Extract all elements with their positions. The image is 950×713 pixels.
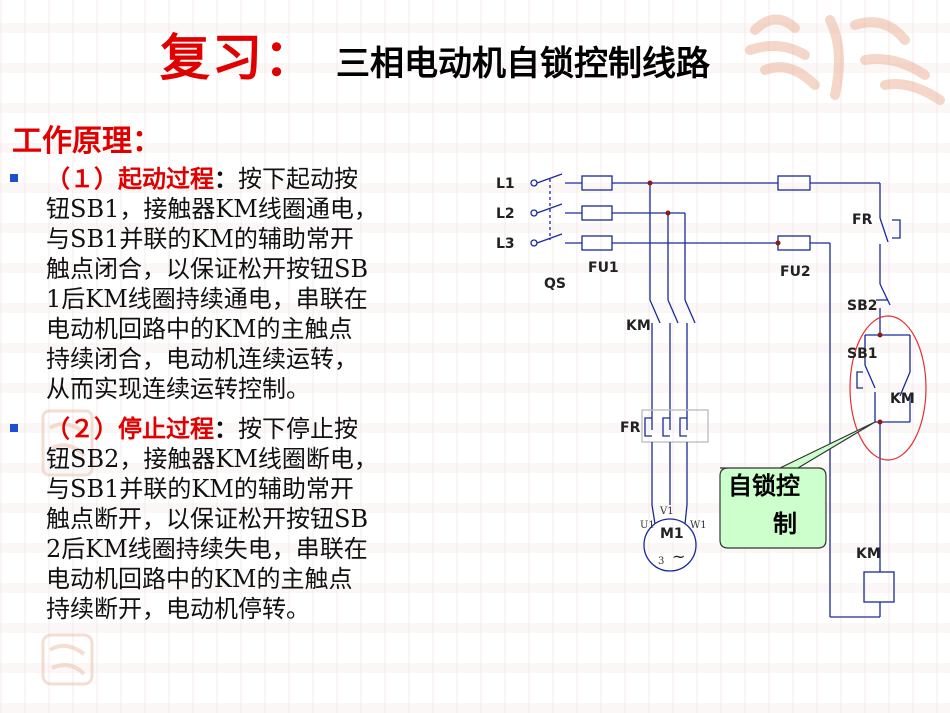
bullet-line: 持续闭合，电动机连续运转， bbox=[46, 345, 358, 373]
bullet-line: 钮SB2，接触器KM线圈断电， bbox=[46, 445, 378, 473]
label-fr-main: FR bbox=[620, 420, 641, 436]
fuse-fu2-1 bbox=[777, 175, 811, 191]
sb1-bracket bbox=[856, 371, 863, 389]
bullet-line: 电动机回路中的KM的主触点 bbox=[46, 565, 353, 593]
fr-contact bbox=[879, 217, 889, 243]
bullet-line: 触点断开，以保证松开按钮SB bbox=[46, 505, 369, 533]
sb1-contact bbox=[864, 364, 876, 389]
label-qs: QS bbox=[544, 276, 566, 292]
qs-blade bbox=[536, 173, 563, 184]
km-aux-contact bbox=[899, 371, 911, 397]
motor-symbol bbox=[643, 518, 697, 572]
qs-blade bbox=[536, 233, 563, 244]
junction-dot bbox=[877, 419, 883, 425]
bullet-stop-process: （２）停止过程：按下停止按 钮SB2，接触器KM线圈断电， 与SB1并联的KM的… bbox=[10, 414, 478, 624]
section-heading: 工作原理： bbox=[12, 124, 162, 159]
fuse-fu1-1 bbox=[581, 175, 613, 191]
fr-thermal-box bbox=[641, 409, 709, 443]
bullet-line: 电动机回路中的KM的主触点 bbox=[46, 315, 353, 343]
bullet-line: 与SB1并联的KM的辅助常开 bbox=[46, 475, 354, 503]
label-w1: W1 bbox=[690, 520, 707, 531]
junction-dot bbox=[775, 240, 781, 246]
fuse-fu1-2 bbox=[581, 205, 613, 221]
watermark-small bbox=[41, 409, 94, 477]
fuse-fu1-3 bbox=[581, 235, 613, 251]
junction-dot bbox=[877, 332, 883, 338]
km-main-contact bbox=[649, 299, 661, 324]
slide-title: 复习 ： 三相电动机自锁控制线路 bbox=[160, 18, 710, 88]
title-review: 复习 bbox=[160, 29, 264, 87]
junction-dot bbox=[647, 180, 653, 186]
bullet-colon: ： bbox=[214, 164, 238, 193]
label-sb2: SB2 bbox=[847, 298, 878, 314]
label-sb1: SB1 bbox=[847, 346, 878, 362]
circuit-diagram: 自锁控 制 L1 L2 L3 QS FU1 FU2 KM FR FR SB2 S… bbox=[496, 173, 927, 618]
callout-bubble bbox=[719, 421, 876, 549]
qs-blade bbox=[536, 203, 563, 214]
fr-contact-symbol bbox=[892, 219, 901, 239]
sb2-contact bbox=[879, 283, 891, 306]
terminal-l1 bbox=[530, 179, 538, 187]
callout-text-line1: 自锁控 bbox=[728, 472, 800, 500]
bullet-lead: （２）停止过程 bbox=[46, 414, 214, 443]
watermark-small-2 bbox=[41, 633, 94, 686]
wire bbox=[684, 504, 688, 525]
km-coil bbox=[863, 571, 895, 603]
bullet-text: 按下起动按 bbox=[238, 165, 358, 193]
label-v1: V1 bbox=[659, 506, 674, 517]
label-u1: U1 bbox=[640, 520, 655, 531]
bullet-line: 1后KM线圈持续通电，串联在 bbox=[46, 285, 368, 313]
watermark-logo: 吉祥 bbox=[745, 14, 945, 105]
label-l1: L1 bbox=[496, 176, 515, 192]
bullet-line: 持续断开，电动机停转。 bbox=[46, 595, 310, 623]
title-colon: ： bbox=[264, 29, 316, 87]
bullet-line: 从而实现连续运转控制。 bbox=[46, 375, 310, 403]
terminal-l3 bbox=[530, 239, 538, 247]
label-fr-ctrl: FR bbox=[852, 212, 873, 228]
bullet-line: （２）停止过程：按下停止按 bbox=[46, 414, 478, 444]
fr-element bbox=[679, 417, 687, 437]
label-km-main: KM bbox=[626, 318, 651, 334]
fuse-fu2-2 bbox=[777, 235, 811, 251]
bullet-start-process: （１）起动过程：按下起动按 钮SB1，接触器KM线圈通电， 与SB1并联的KM的… bbox=[10, 164, 478, 404]
bullet-line: 钮SB1，接触器KM线圈通电， bbox=[46, 195, 378, 223]
bullet-line: （１）起动过程：按下起动按 bbox=[46, 164, 478, 194]
bullet-marker bbox=[10, 424, 18, 432]
label-motor-tilde: ~ bbox=[672, 547, 685, 566]
km-main-contact bbox=[667, 299, 679, 324]
bullet-paragraph: （１）起动过程：按下起动按 钮SB1，接触器KM线圈通电， 与SB1并联的KM的… bbox=[46, 164, 478, 404]
fr-element bbox=[662, 417, 670, 437]
bullet-text: 按下停止按 bbox=[238, 415, 358, 443]
wire bbox=[651, 504, 656, 525]
bullet-paragraph: （２）停止过程：按下停止按 钮SB2，接触器KM线圈断电， 与SB1并联的KM的… bbox=[46, 414, 478, 624]
bullet-lead: （１）起动过程 bbox=[46, 164, 214, 193]
bullet-line: 与SB1并联的KM的辅助常开 bbox=[46, 225, 354, 253]
callout-text-line2: 制 bbox=[773, 510, 797, 538]
label-km-aux: KM bbox=[890, 391, 915, 407]
title-main: 三相电动机自锁控制线路 bbox=[336, 44, 710, 84]
label-fu1: FU1 bbox=[588, 260, 619, 276]
fr-element bbox=[644, 417, 652, 437]
bullet-colon: ： bbox=[214, 414, 238, 443]
label-km-coil: KM bbox=[856, 546, 881, 562]
label-fu2: FU2 bbox=[780, 264, 811, 280]
junction-dot bbox=[665, 210, 671, 216]
terminal-l2 bbox=[530, 209, 538, 217]
label-motor-phase: 3 bbox=[658, 556, 664, 567]
bullet-line: 触点闭合，以保证松开按钮SB bbox=[46, 255, 369, 283]
label-l2: L2 bbox=[496, 206, 515, 222]
bullet-marker bbox=[10, 174, 18, 182]
label-l3: L3 bbox=[496, 236, 515, 252]
km-main-contact bbox=[684, 299, 696, 324]
label-motor: M1 bbox=[660, 526, 684, 542]
self-lock-highlight-circle bbox=[849, 315, 927, 461]
bullet-line: 2后KM线圈持续失电，串联在 bbox=[46, 535, 368, 563]
